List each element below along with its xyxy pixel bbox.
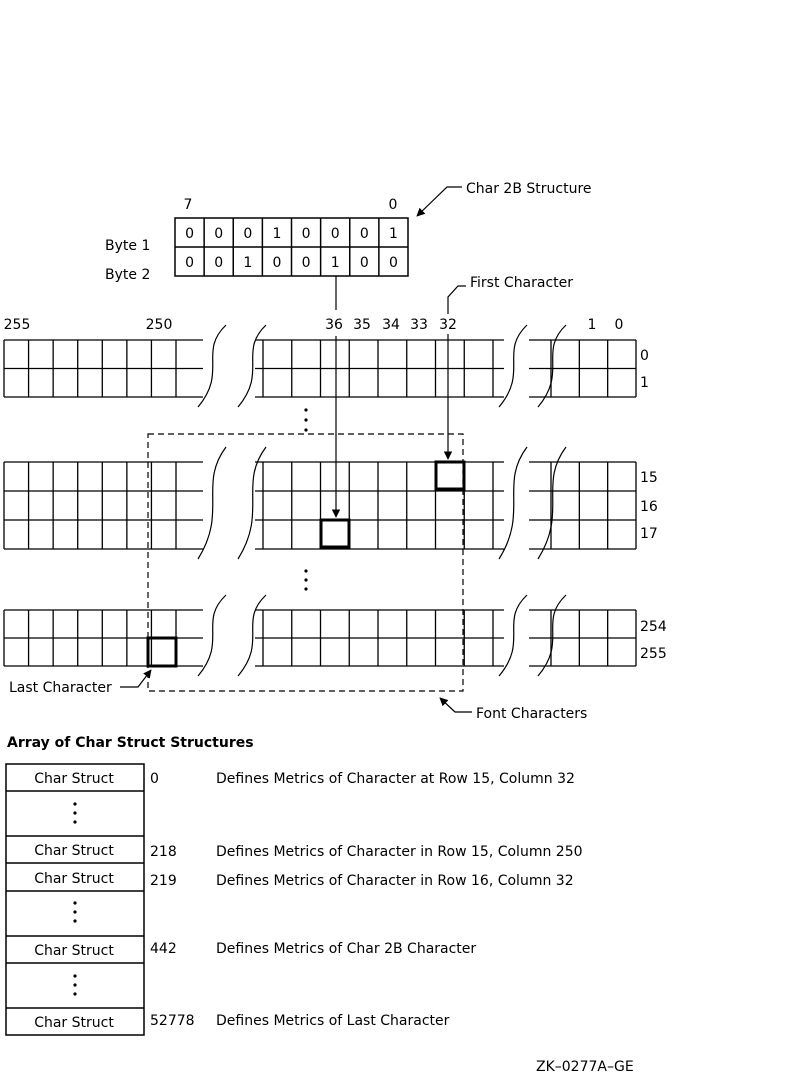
grid-cell-block xyxy=(529,339,637,398)
first-character-callout-line xyxy=(447,285,466,314)
bit-cell: 0 xyxy=(331,226,340,242)
grid-break-mark xyxy=(197,594,227,677)
grid-cell-block xyxy=(529,609,637,667)
byte1-label: Byte 1 xyxy=(105,238,150,254)
array-entry-index: 218 xyxy=(150,844,177,860)
array-title: Array of Char Struct Structures xyxy=(7,735,254,751)
grid-break-mark xyxy=(537,324,567,408)
col-label: 0 xyxy=(615,317,624,333)
row-label: 15 xyxy=(640,470,658,486)
bit-cell: 1 xyxy=(389,226,398,242)
char2b-character-cell xyxy=(319,518,351,549)
grid-cell-block xyxy=(3,461,203,550)
col-label: 255 xyxy=(4,317,31,333)
last-character-cell xyxy=(146,636,178,668)
bit-cell: 1 xyxy=(272,226,281,242)
grid-cell-block xyxy=(529,461,637,550)
character-grid: 255 250 36 35 34 33 32 1 0 0 1 15 16 17 … xyxy=(3,275,667,722)
last-character-label: Last Character xyxy=(9,680,112,696)
array-ellipsis xyxy=(73,802,77,996)
array-entry-label: Char Struct xyxy=(34,943,114,959)
figure-id: ZK–0277A–GE xyxy=(536,1059,634,1075)
row-label: 1 xyxy=(640,375,649,391)
grid-break-mark xyxy=(197,324,227,408)
grid-break-mark xyxy=(537,594,567,677)
array-entry-desc: Defines Metrics of Char 2B Character xyxy=(216,941,476,957)
array-box xyxy=(5,763,145,1036)
font-characters-region xyxy=(147,433,464,692)
bit-cell: 0 xyxy=(302,255,311,271)
array-entry-index: 0 xyxy=(150,771,159,787)
bit-cell: 0 xyxy=(214,255,223,271)
bit-cell: 0 xyxy=(214,226,223,242)
array-entry-label: Char Struct xyxy=(34,1015,114,1031)
col-label: 1 xyxy=(588,317,597,333)
bit-cell: 0 xyxy=(185,226,194,242)
grid-cell-block xyxy=(255,609,504,667)
grid-break-mark xyxy=(537,446,567,560)
array-entry-desc: Defines Metrics of Character in Row 15, … xyxy=(216,844,583,860)
bit-cell: 0 xyxy=(302,226,311,242)
col-label: 33 xyxy=(410,317,428,333)
array-entry-desc: Defines Metrics of Character at Row 15, … xyxy=(216,771,575,787)
byte2-label: Byte 2 xyxy=(105,267,150,283)
array-entry-index: 219 xyxy=(150,873,177,889)
char2b-structure: 7 0 Byte 1 Byte 2 0 0 0 1 0 0 0 1 0 0 1 0 0 1 0 0 Char … xyxy=(105,181,592,283)
bit-cell: 0 xyxy=(360,226,369,242)
grid-break-mark xyxy=(237,324,267,408)
row-label: 254 xyxy=(640,619,667,635)
vertical-ellipsis xyxy=(304,408,308,591)
row-label: 0 xyxy=(640,348,649,364)
bit-cell: 0 xyxy=(360,255,369,271)
col-label: 34 xyxy=(382,317,400,333)
first-character-label: First Character xyxy=(470,275,573,291)
array-entry-label: Char Struct xyxy=(34,843,114,859)
array-entry-desc: Defines Metrics of Last Character xyxy=(216,1013,450,1029)
array-entry-label: Char Struct xyxy=(34,871,114,887)
col-label: 32 xyxy=(439,317,457,333)
bit-high-label: 7 xyxy=(184,197,193,213)
grid-break-mark xyxy=(498,446,528,560)
font-characters-arrow xyxy=(439,697,472,713)
bit-low-label: 0 xyxy=(389,197,398,213)
first-character-cell xyxy=(434,460,466,491)
grid-break-mark xyxy=(498,594,528,677)
grid-break-mark xyxy=(237,446,267,560)
bit-cell: 0 xyxy=(185,255,194,271)
grid-break-mark xyxy=(197,446,227,560)
col-label: 36 xyxy=(325,317,343,333)
char-struct-array: Array of Char Struct Structures Char Str… xyxy=(5,735,583,1036)
col-label: 35 xyxy=(353,317,371,333)
last-character-arrow xyxy=(120,669,152,688)
char2b-callout-line xyxy=(416,186,462,217)
char2b-callout: Char 2B Structure xyxy=(466,181,592,197)
bit-cell: 0 xyxy=(243,226,252,242)
row-label: 255 xyxy=(640,646,667,662)
grid-cell-block xyxy=(3,339,203,398)
grid-cell-block xyxy=(255,461,504,550)
grid-break-mark xyxy=(498,324,528,408)
row-label: 16 xyxy=(640,499,658,515)
array-entry-index: 442 xyxy=(150,941,177,957)
array-entry-desc: Defines Metrics of Character in Row 16, … xyxy=(216,873,574,889)
bit-cell: 1 xyxy=(331,255,340,271)
col-label: 250 xyxy=(146,317,173,333)
array-entry-index: 52778 xyxy=(150,1013,195,1029)
bit-cell: 1 xyxy=(243,255,252,271)
grid-break-mark xyxy=(237,594,267,677)
grid-cell-block xyxy=(255,339,504,398)
row-label: 17 xyxy=(640,526,658,542)
array-entry-label: Char Struct xyxy=(34,771,114,787)
bit-cell: 0 xyxy=(272,255,281,271)
bit-cell: 0 xyxy=(389,255,398,271)
font-characters-label: Font Characters xyxy=(476,706,587,722)
